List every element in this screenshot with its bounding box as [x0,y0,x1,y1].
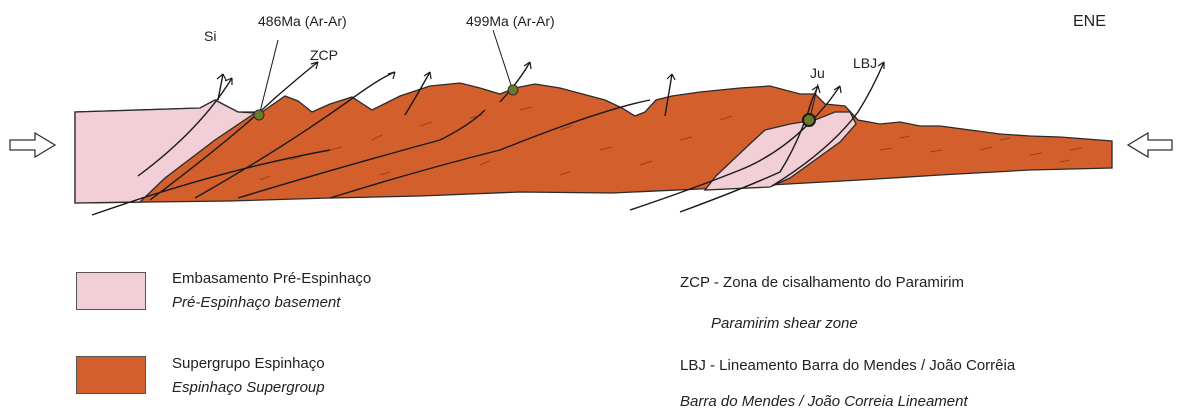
sample-dot-499 [508,85,518,95]
compression-arrow-west [10,133,55,157]
supergroup-body [75,83,1112,203]
legend-supergroup-en: Espinhaço Supergroup [172,377,325,399]
label-zcp: ZCP [310,47,338,63]
legend-basement-en: Pré-Espinhaço basement [172,292,340,314]
label-age-499: 499Ma (Ar-Ar) [466,13,555,29]
legend-swatch-supergroup [76,356,146,394]
compression-arrow-east [1128,133,1172,157]
label-direction-ene: ENE [1073,13,1106,30]
legend-zcp-en: Paramirim shear zone [711,313,858,335]
legend-supergroup-pt: Supergrupo Espinhaço [172,353,325,375]
legend-swatch-basement [76,272,146,310]
legend-basement-pt: Embasamento Pré-Espinhaço [172,268,371,290]
label-lbj: LBJ [853,55,877,71]
legend-lbj-pt: LBJ - Lineamento Barra do Mendes / João … [680,355,1015,377]
sample-dot-ju [803,114,815,126]
label-si: Si [204,28,216,44]
label-ju: Ju [810,65,825,81]
label-age-486: 486Ma (Ar-Ar) [258,13,347,29]
legend-zcp-pt: ZCP - Zona de cisalhamento do Paramirim [680,272,964,294]
sample-dot-486 [254,110,264,120]
legend-lbj-en: Barra do Mendes / João Correia Lineament [680,391,968,413]
